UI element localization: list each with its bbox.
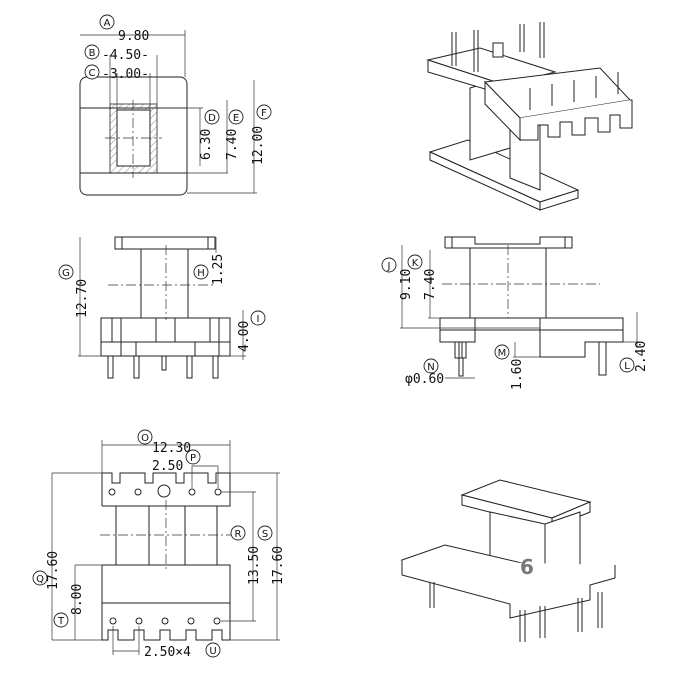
dim-label-b: B: [89, 48, 96, 59]
dim-value-f: 12.00: [251, 126, 266, 165]
dim-value-c: -3.00-: [102, 67, 149, 82]
dim-value-b: -4.50-: [102, 48, 149, 63]
dim-value-d: 6.30: [199, 129, 214, 160]
dim-label-m: M: [498, 348, 507, 359]
dim-label-h: H: [197, 268, 205, 279]
dim-value-q: 17.60: [46, 551, 61, 590]
dim-value-u: 2.50×4: [144, 645, 191, 660]
dim-label-j: J: [387, 261, 391, 272]
dim-value-s: 17.60: [271, 546, 286, 585]
dim-label-f: F: [261, 108, 267, 119]
isometric-view-top: [426, 22, 633, 211]
dim-value-o: 12.30: [152, 441, 191, 456]
dim-label-d: D: [208, 113, 216, 124]
dim-value-a: 9.80: [118, 29, 149, 44]
dim-label-q: Q: [36, 574, 44, 585]
figure-number: 6: [520, 555, 534, 579]
front-view: 12.70 G 1.25 H 4.00 I: [58, 236, 266, 379]
dim-value-g: 12.70: [75, 279, 90, 318]
dim-label-t: T: [57, 616, 65, 627]
dim-label-s: S: [262, 529, 268, 540]
dim-value-l: 2.40: [634, 341, 649, 372]
top-view: A 9.80 B -4.50- C -3.00- 6.30 D 7.40 E 1…: [79, 14, 272, 196]
dim-label-l: L: [624, 361, 630, 372]
dim-value-t: 8.00: [70, 584, 85, 615]
dim-value-r: 13.50: [247, 546, 262, 585]
dim-label-i: I: [257, 314, 260, 325]
dim-value-m: 1.60: [510, 359, 525, 390]
dim-value-e: 7.40: [225, 129, 240, 160]
dim-label-o: O: [141, 433, 149, 444]
dim-label-e: E: [233, 113, 239, 124]
dim-value-n: φ0.60: [405, 372, 444, 387]
dim-value-i: 4.00: [237, 321, 252, 352]
dim-label-g: G: [62, 268, 70, 279]
dim-label-k: K: [412, 258, 419, 269]
dim-label-a: A: [104, 18, 111, 29]
dim-label-c: C: [89, 68, 96, 79]
dim-value-p: 2.50: [152, 459, 183, 474]
dim-value-h: 1.25: [211, 254, 226, 285]
dim-label-u: U: [209, 646, 216, 657]
dim-label-n: N: [427, 362, 434, 373]
bottom-view: O 12.30 2.50 P 17.60 Q 8.00 T 13.50 R 17…: [32, 429, 286, 660]
dim-label-r: R: [235, 529, 242, 540]
isometric-view-bottom: 6: [400, 479, 616, 642]
dim-label-p: P: [190, 453, 196, 464]
dim-value-k: 7.40: [423, 269, 438, 300]
dim-value-j: 9.10: [399, 269, 414, 300]
side-view: 9.10 J 7.40 K 1.60 M 2.40 L φ0.60 N: [381, 236, 649, 390]
